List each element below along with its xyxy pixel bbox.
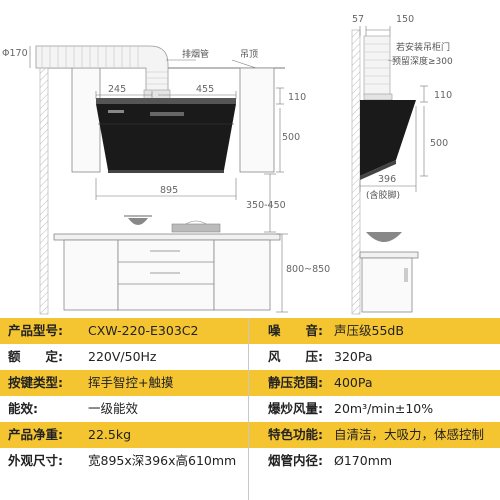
spec-label: 烟管内径: — [268, 453, 323, 468]
dim-396 — [359, 106, 417, 192]
cabinet-note-leader — [387, 59, 397, 63]
spec-value: 一级能效 — [88, 401, 139, 416]
spec-label: 产品型号: — [8, 323, 63, 338]
spec-label: 爆炒风量: — [268, 401, 323, 416]
dim-110-front-label: 110 — [288, 92, 306, 103]
spec-row-weight: 产品净重: 22.5kg 特色功能: 自清洁，大吸力，体感控制 — [0, 422, 500, 448]
spec-row-rated: 额 定: 220V/50Hz 风 压: 320Pa — [0, 344, 500, 370]
spec-label: 能效: — [8, 401, 38, 416]
side-counter — [359, 232, 419, 313]
dim-height-front — [276, 87, 284, 173]
spec-value: 宽895x深396x高610mm — [88, 453, 237, 468]
dim-800-850-label: 800~850 — [286, 264, 330, 275]
left-wall — [39, 61, 49, 315]
dim-height-side — [420, 85, 428, 177]
spec-value: Ø170mm — [334, 453, 393, 468]
spec-label: 静压范围: — [268, 375, 323, 390]
dim-455-label: 455 — [196, 84, 214, 95]
left-upper-cabinet — [71, 67, 101, 173]
exhaust-duct — [35, 45, 169, 93]
spec-value: 20m³/min±10% — [334, 401, 434, 416]
spec-table: 产品型号: CXW-220-E303C2 噪 音: 声压级55dB 额 定: 2… — [0, 318, 500, 500]
spec-label: 额 定: — [8, 349, 63, 364]
spec-value: 220V/50Hz — [88, 349, 157, 364]
dim-396-label: 396 — [378, 174, 396, 185]
dim-245-label: 245 — [108, 84, 126, 95]
dim-side-top — [359, 26, 391, 36]
right-upper-cabinet — [239, 67, 275, 173]
front-hood — [96, 98, 236, 173]
base-cabinet — [53, 233, 281, 311]
dim-895-label: 895 — [160, 185, 178, 196]
spec-row-model: 产品型号: CXW-220-E303C2 噪 音: 声压级55dB — [0, 318, 500, 344]
spec-value: 挥手智控+触摸 — [88, 375, 174, 390]
dim-diameter-label: Φ170 — [2, 48, 28, 59]
dim-110-side-label: 110 — [434, 90, 452, 101]
spec-label: 风 压: — [268, 349, 323, 364]
dim-150-label: 150 — [396, 14, 414, 25]
spec-value: 声压级55dB — [334, 323, 404, 338]
spec-row-size: 外观尺寸: 宽895x深396x高610mm 烟管内径: Ø170mm — [0, 448, 500, 474]
dim-350-450 — [264, 173, 276, 233]
dim-57-label: 57 — [352, 14, 364, 25]
front-stove — [124, 215, 221, 233]
dim-895 — [95, 178, 237, 200]
ceiling-label: 吊顶 — [240, 49, 258, 60]
spec-value: CXW-220-E303C2 — [88, 323, 199, 338]
dim-500-side-label: 500 — [430, 138, 448, 149]
spec-row-efficiency: 能效: 一级能效 爆炒风量: 20m³/min±10% — [0, 396, 500, 422]
spec-label: 特色功能: — [268, 427, 323, 442]
spec-value: 22.5kg — [88, 427, 132, 442]
spec-divider — [248, 318, 249, 500]
side-wall — [351, 29, 361, 315]
installation-diagram: 245 455 Φ170 排烟管 吊顶 110 500 895 — [2, 14, 453, 315]
spec-label: 按键类型: — [8, 375, 63, 390]
spec-row-controls: 按键类型: 挥手智控+触摸 静压范围: 400Pa — [0, 370, 500, 396]
dim-350-450-label: 350-450 — [246, 200, 286, 211]
cabinet-note-line2: 预留深度≥300 — [392, 55, 453, 67]
side-duct — [363, 35, 393, 101]
ceiling-leader — [231, 59, 257, 69]
dim-500-front-label: 500 — [282, 132, 300, 143]
glue-feet-label: (含胶脚) — [366, 189, 400, 201]
spec-value: 自清洁，大吸力，体感控制 — [334, 427, 485, 442]
spec-label: 产品净重: — [8, 427, 63, 442]
side-hood — [360, 100, 416, 180]
spec-label: 噪 音: — [268, 323, 323, 338]
hood-logo — [108, 110, 124, 113]
exhaust-pipe-label: 排烟管 — [182, 48, 209, 60]
spec-label: 外观尺寸: — [8, 453, 63, 468]
spec-value: 400Pa — [334, 375, 373, 390]
spec-value: 320Pa — [334, 349, 373, 364]
dim-width-split — [95, 91, 237, 99]
cabinet-note-line1: 若安装吊柜门 — [396, 41, 450, 53]
dim-800-850 — [276, 233, 288, 313]
